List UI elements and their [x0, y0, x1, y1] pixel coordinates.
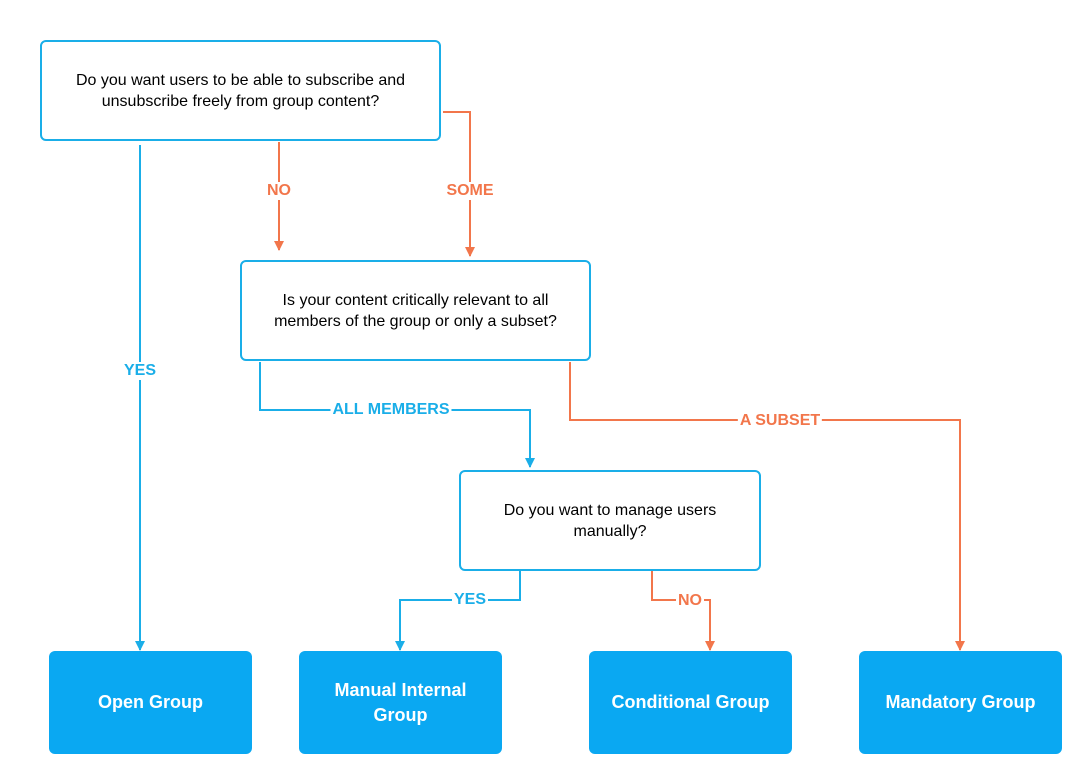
edge-label-q2-all-members: ALL MEMBERS [330, 401, 452, 419]
edge-label-q1-yes: YES [121, 362, 159, 380]
question-content-relevance-text: Is your content critically relevant to a… [274, 291, 557, 330]
question-manage-manually: Do you want to manage users manually? [459, 470, 761, 571]
question-subscribe-freely: Do you want users to be able to subscrib… [40, 40, 441, 141]
question-content-relevance: Is your content critically relevant to a… [240, 260, 591, 361]
question-subscribe-freely-text: Do you want users to be able to subscrib… [75, 71, 406, 110]
edge-label-q3-no: NO [676, 592, 704, 610]
edge-label-q1-some: SOME [444, 182, 496, 200]
question-manage-manually-text: Do you want to manage users manually? [503, 501, 717, 540]
result-mandatory-group: Mandatory Group [859, 651, 1062, 754]
result-manual-internal-group: Manual Internal Group [299, 651, 502, 754]
edge-q3-no [651, 571, 715, 651]
edge-q1-some [443, 111, 475, 257]
result-conditional-group-text: Conditional Group [611, 692, 770, 712]
edge-label-q3-yes: YES [451, 591, 489, 609]
edge-q3-yes [395, 571, 521, 651]
result-manual-internal-group-text: Manual Internal Group [334, 679, 467, 725]
result-conditional-group: Conditional Group [589, 651, 792, 754]
result-open-group-text: Open Group [98, 692, 203, 712]
result-open-group: Open Group [49, 651, 252, 754]
result-mandatory-group-text: Mandatory Group [885, 692, 1036, 712]
edge-label-q1-no: NO [265, 182, 293, 200]
edge-label-q2-a-subset: A SUBSET [737, 412, 823, 430]
